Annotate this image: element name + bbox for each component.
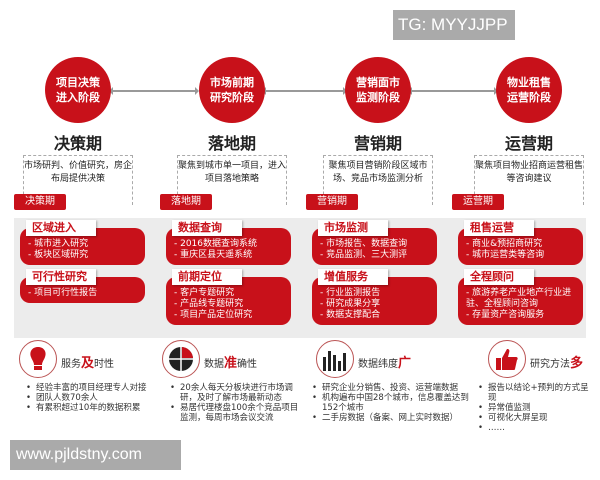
service-card-wrap: - 客户专题研究 - 产品线专题研究 - 项目产品定位研究前期定位 — [166, 269, 291, 325]
feature-label-text: 数据纬度 — [358, 359, 398, 370]
watermark-bottom: www.pjldstny.com — [10, 440, 181, 470]
feature-label-text: 数据 — [204, 359, 224, 370]
service-card-title: 市场监测 — [318, 220, 388, 236]
service-card-title: 可行性研究 — [26, 269, 96, 285]
bullet-item: 易居代理楼盘100余个竞品项目监测，每周市场会议交流 — [170, 403, 306, 423]
service-card-wrap: - 行业监测报告 - 研究成果分享 - 数据支撑配合增值服务 — [312, 269, 437, 325]
arrow-connector — [109, 87, 199, 95]
feature-label: 研究方法多 — [530, 352, 583, 371]
bullet-item: 异常值监测 — [478, 403, 590, 413]
watermark-top: TG: MYYJJPP — [393, 10, 515, 40]
service-card-wrap: - 市场报告、数据查询 - 竞品监测、三大测评市场监测 — [312, 220, 437, 265]
feature-label: 服务及时性 — [61, 352, 114, 371]
thumbs-up-icon — [488, 340, 526, 378]
phase-title: 运营期 — [504, 134, 553, 153]
bullet-item: 有累积超过10年的数据积累 — [26, 403, 164, 413]
bullet-item: 可视化大屏呈现 — [478, 413, 590, 423]
bullet-item: 经验丰富的项目经理专人对接 — [26, 383, 164, 393]
stage-circle: 项目决策进入阶段 — [45, 57, 111, 123]
feature-label-text: 服务 — [61, 359, 81, 370]
phase-description: 聚焦到城市单一项目，进入项目落地策略 — [177, 155, 287, 205]
service-card-title: 区域进入 — [26, 220, 96, 236]
service-card-wrap: - 城市进入研究 - 板块区域研究区域进入 — [20, 220, 145, 265]
feature-label-emphasis: 及 — [81, 356, 95, 371]
phase-tag: 运营期 — [452, 194, 504, 210]
phase-title: 决策期 — [53, 134, 102, 153]
service-column: - 城市进入研究 - 板块区域研究区域进入 - 项目可行性报告可行性研究 — [20, 220, 145, 303]
phase-description: 聚焦项目营销阶段区域市场、竞品市场监测分析 — [323, 155, 433, 205]
bullet-item: 团队人数70余人 — [26, 393, 164, 403]
feature-label-text: 时性 — [94, 359, 115, 370]
service-card-title: 全程顾问 — [464, 269, 534, 285]
service-card: - 行业监测报告 - 研究成果分享 - 数据支撑配合 — [312, 277, 437, 325]
feature-label-emphasis: 广 — [398, 356, 412, 371]
phase-title: 落地期 — [207, 134, 256, 153]
service-card-wrap: - 旅游养老产业地产行业进驻、全程顾问咨询 - 存量资产咨询服务全程顾问 — [458, 269, 583, 325]
service-card-wrap: - 项目可行性报告可行性研究 — [20, 269, 145, 303]
phase-tag: 营销期 — [306, 194, 358, 210]
arrow-connector — [408, 87, 498, 95]
service-card-title: 前期定位 — [172, 269, 242, 285]
feature-label-text: 确性 — [237, 359, 258, 370]
bullet-item: 二手房数据（备案、网上实时数据） — [312, 413, 472, 423]
feature-label-emphasis: 多 — [570, 356, 584, 371]
service-column: - 市场报告、数据查询 - 竞品监测、三大测评市场监测- 行业监测报告 - 研究… — [312, 220, 437, 325]
lightbulb-icon — [19, 340, 57, 378]
service-card-wrap: - 2016数据查询系统 - 重庆区县天遥系统数据查询 — [166, 220, 291, 265]
service-card: - 旅游养老产业地产行业进驻、全程顾问咨询 - 存量资产咨询服务 — [458, 277, 583, 325]
bullet-item: 20余人每天分板块进行市场调研，及时了解市场最新动态 — [170, 383, 306, 403]
feature-bullets: 报告以结论+预判的方式呈现异常值监测可视化大屏呈现…… — [478, 383, 590, 433]
phase-tag: 决策期 — [14, 194, 66, 210]
stage-circle: 营销面市监测阶段 — [345, 57, 411, 123]
stage-circle: 市场前期研究阶段 — [199, 57, 265, 123]
phase-title: 营销期 — [353, 134, 402, 153]
phase-tag: 落地期 — [160, 194, 212, 210]
phase-description: 聚焦项目物业招商运营租售等咨询建议 — [474, 155, 584, 205]
service-column: - 商业&预招商研究 - 城市运营类等咨询租售运营- 旅游养老产业地产行业进驻、… — [458, 220, 583, 325]
service-card-title: 租售运营 — [464, 220, 534, 236]
bullet-item: …… — [478, 423, 590, 433]
service-card: - 客户专题研究 - 产品线专题研究 - 项目产品定位研究 — [166, 277, 291, 325]
feature-label-text: 研究方法 — [530, 359, 570, 370]
feature-bullets: 研究企业分销售、投资、运营端数据机构遍布中国28个城市，信息覆盖达到152个城市… — [312, 383, 472, 423]
pie-chart-icon — [162, 340, 200, 378]
feature-label-emphasis: 准 — [224, 356, 238, 371]
bar-chart-icon — [316, 340, 354, 378]
service-card-wrap: - 商业&预招商研究 - 城市运营类等咨询租售运营 — [458, 220, 583, 265]
stage-circle: 物业租售运营阶段 — [496, 57, 562, 123]
service-card-title: 增值服务 — [318, 269, 388, 285]
feature-label: 数据准确性 — [204, 352, 257, 371]
service-card-title: 数据查询 — [172, 220, 242, 236]
feature-bullets: 经验丰富的项目经理专人对接团队人数70余人有累积超过10年的数据积累 — [26, 383, 164, 413]
service-column: - 2016数据查询系统 - 重庆区县天遥系统数据查询- 客户专题研究 - 产品… — [166, 220, 291, 325]
bullet-item: 研究企业分销售、投资、运营端数据 — [312, 383, 472, 393]
feature-bullets: 20余人每天分板块进行市场调研，及时了解市场最新动态易居代理楼盘100余个竞品项… — [170, 383, 306, 423]
bullet-item: 报告以结论+预判的方式呈现 — [478, 383, 590, 403]
arrow-connector — [262, 87, 347, 95]
phase-description: 市场研判、价值研究，房企布局提供决策 — [23, 155, 133, 205]
feature-label: 数据纬度广 — [358, 352, 411, 371]
bullet-item: 机构遍布中国28个城市，信息覆盖达到152个城市 — [312, 393, 472, 413]
